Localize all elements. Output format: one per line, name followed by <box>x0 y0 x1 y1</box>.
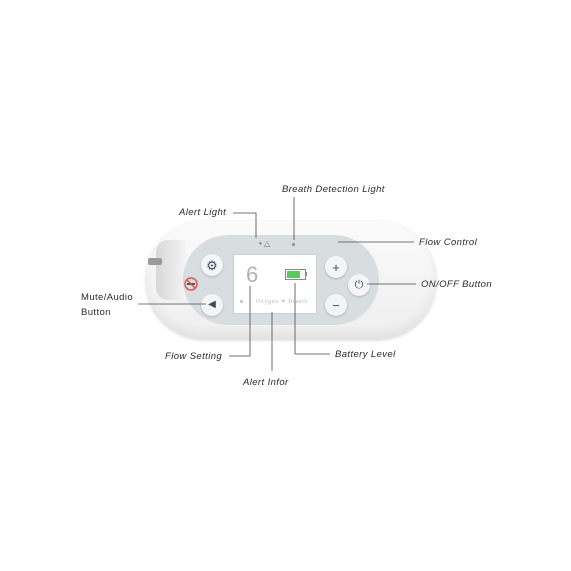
label-alert-infor: Alert Infor <box>243 377 289 388</box>
breath-detection-light <box>292 243 295 246</box>
label-mute-audio-line1: Mute/Audio <box>81 292 134 303</box>
label-battery-level: Battery Level <box>335 349 396 360</box>
flow-setting-value: 6 <box>246 262 259 287</box>
label-alert-light: Alert Light <box>179 207 227 218</box>
label-on-off-button: ON/OFF Button <box>421 279 493 290</box>
speaker-icon: ◀ <box>208 299 216 310</box>
minus-icon: − <box>332 297 340 313</box>
label-breath-detection-light: Breath Detection Light <box>282 184 385 195</box>
plus-icon: + <box>332 259 340 275</box>
power-icon: ⏻ <box>354 278 364 291</box>
oxygen-connector <box>148 258 162 265</box>
device-left-cap <box>156 240 186 300</box>
gear-icon: ⚙ <box>206 257 218 273</box>
mute-audio-button[interactable]: ◀ <box>201 294 223 316</box>
flow-minus-button[interactable]: − <box>325 294 347 316</box>
no-smoking-icon <box>184 277 198 291</box>
label-flow-setting: Flow Setting <box>165 351 223 362</box>
screen-status-dot <box>240 300 243 303</box>
battery-fill <box>287 271 300 278</box>
on-off-button[interactable]: ⏻ <box>348 274 370 296</box>
screen-logo: Oxygen ✦ Breath <box>256 299 309 305</box>
label-mute-audio-line2: Button <box>81 307 111 318</box>
alert-triangle-icon: • △ <box>259 239 271 248</box>
battery-icon <box>285 269 306 280</box>
label-flow-control: Flow Control <box>419 237 478 248</box>
flow-plus-button[interactable]: + <box>325 256 347 278</box>
settings-button[interactable]: ⚙ <box>201 254 223 276</box>
battery-tip <box>305 272 307 276</box>
